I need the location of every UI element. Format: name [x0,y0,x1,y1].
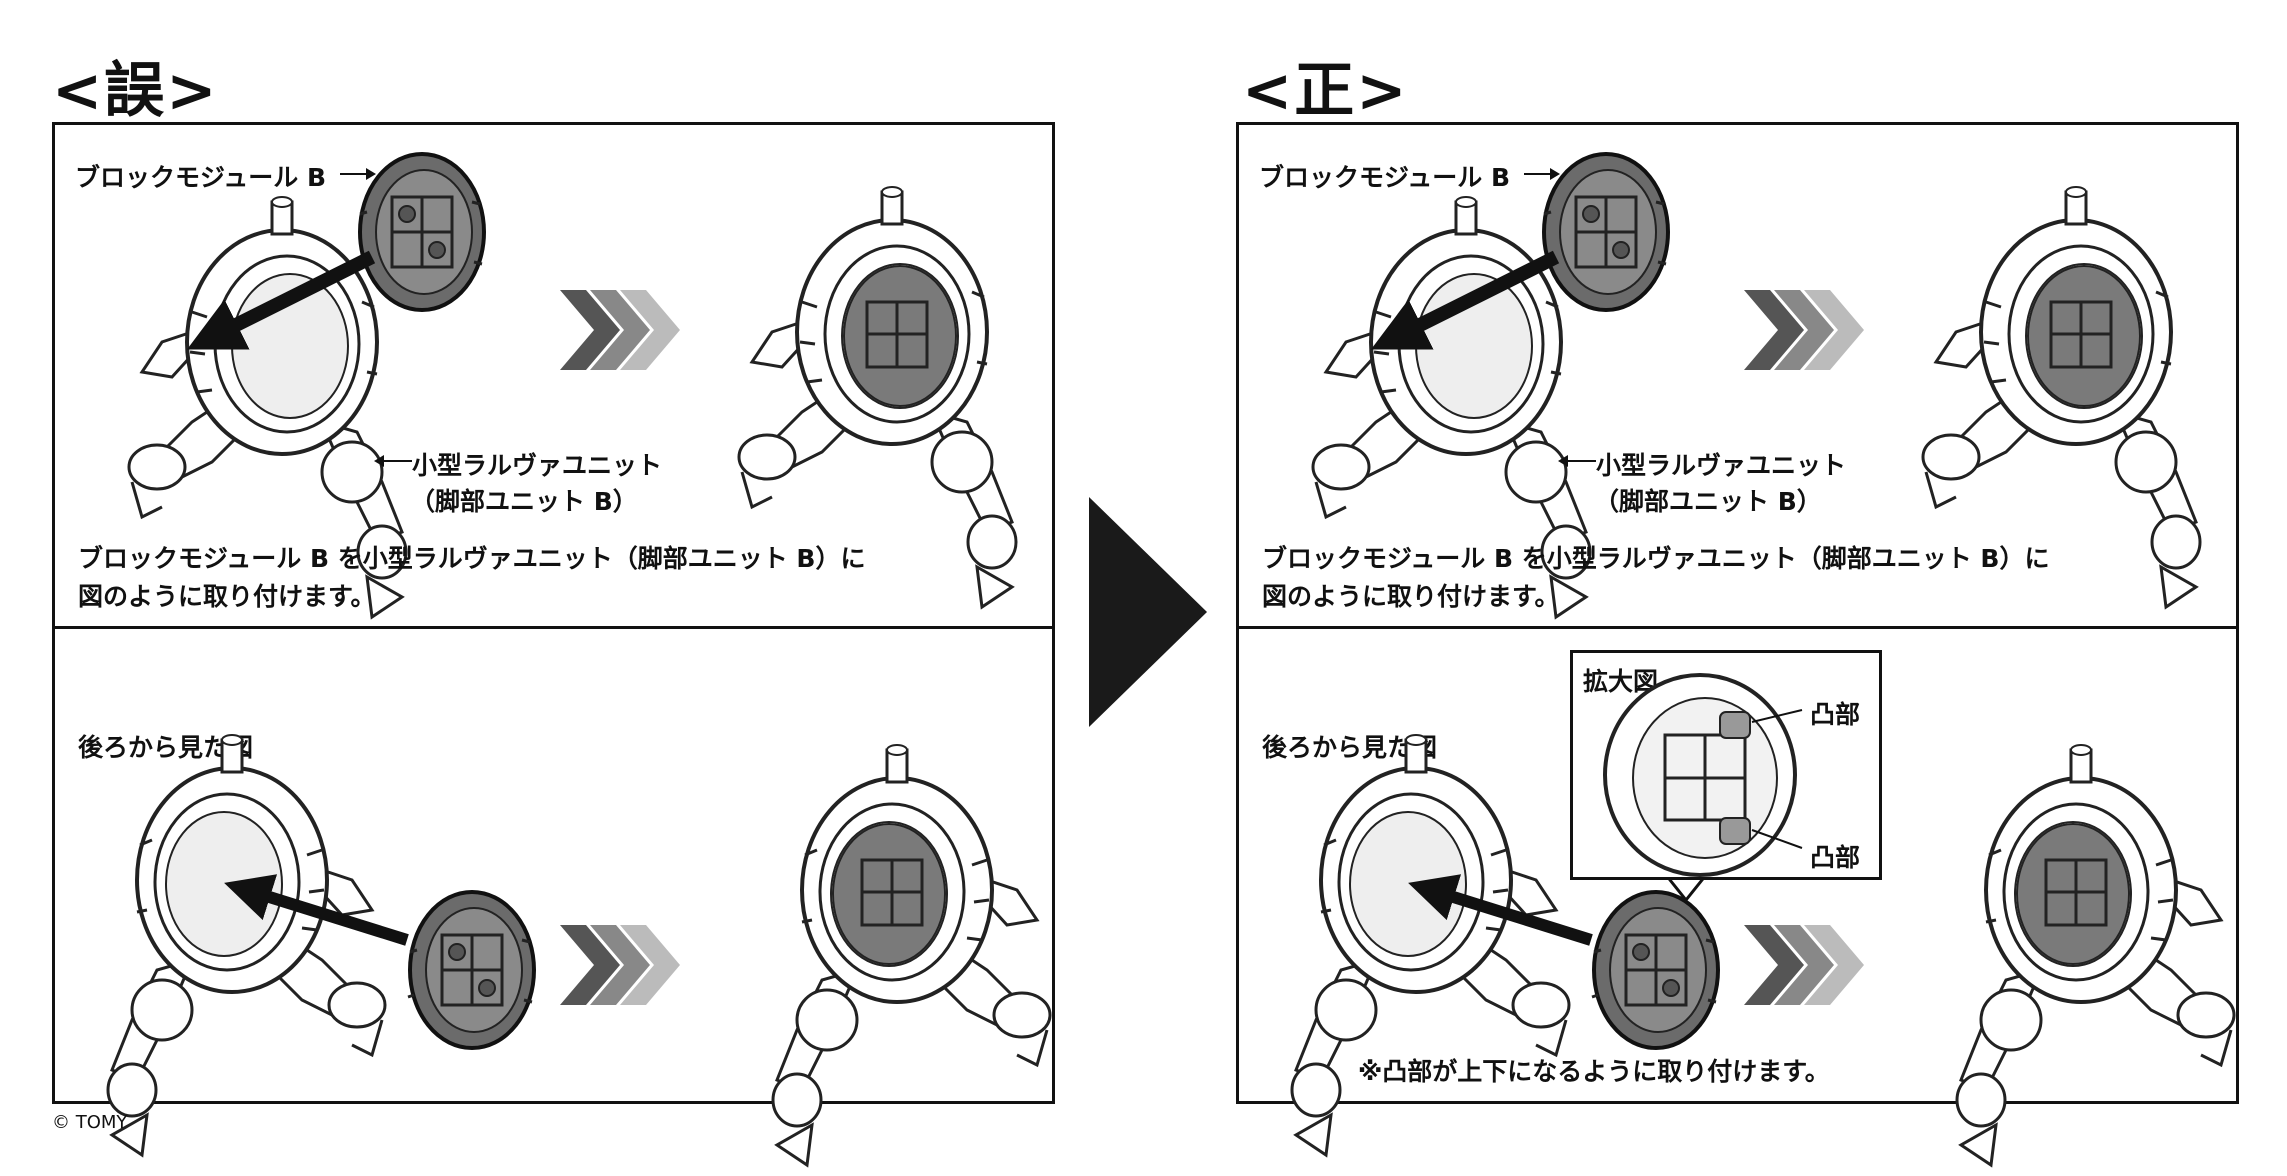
unit-label-line1: 小型ラルヴァユニット [412,451,663,480]
zoom-illustration [1603,673,1803,877]
heading-wrong: <誤> [52,56,219,126]
progress-chevrons [560,290,680,370]
progress-chevrons [1744,925,1864,1005]
boss-label-top: 凸部 [1810,700,1861,729]
big-right-triangle [1089,497,1207,727]
unit-label-line2: （脚部ユニット B） [410,487,638,516]
module-b-label: ブロックモジュール B [1259,163,1511,192]
assembly-arrow [224,874,409,946]
module-drawing [356,152,486,312]
mounting-note: ※凸部が上下になるように取り付けます。 [1358,1057,1830,1086]
assembly-arrow [1408,874,1593,946]
wrong-front-illustration [127,152,1055,619]
assembly-arrow [1370,250,1560,350]
instruction-line1: ブロックモジュール B を小型ラルヴァユニット（脚部ユニット B）に [78,544,866,573]
progress-chevrons [560,925,680,1005]
panel-divider [1239,626,2236,629]
module-drawing [1590,890,1720,1050]
copyright: © TOMY [52,1112,128,1133]
unit-label-line1: 小型ラルヴァユニット [1596,451,1847,480]
instruction-line1: ブロックモジュール B を小型ラルヴァユニット（脚部ユニット B）に [1262,544,2050,573]
panel-wrong [52,122,1055,1104]
heading-right: <正> [1242,56,1409,126]
right-front-illustration [1311,152,2239,619]
instruction-line2: 図のように取り付けます。 [1262,582,1560,611]
panel-right [1236,122,2239,1104]
wrong-rear-illustration [106,733,1055,1103]
unit-label-line2: （脚部ユニット B） [1594,487,1822,516]
assembly-arrow [186,250,376,350]
progress-chevrons [1744,290,1864,370]
module-b-label: ブロックモジュール B [75,163,327,192]
instruction-text: ブロックモジュール B を小型ラルヴァユニット（脚部ユニット B）に 図のように… [1262,540,2049,616]
instruction-text: ブロックモジュール B を小型ラルヴァユニット（脚部ユニット B）に 図のように… [78,540,865,616]
instruction-line2: 図のように取り付けます。 [78,582,376,611]
module-drawing [1540,152,1670,312]
module-drawing [406,890,536,1050]
boss-label-bottom: 凸部 [1810,843,1861,872]
panel-divider [55,626,1052,629]
